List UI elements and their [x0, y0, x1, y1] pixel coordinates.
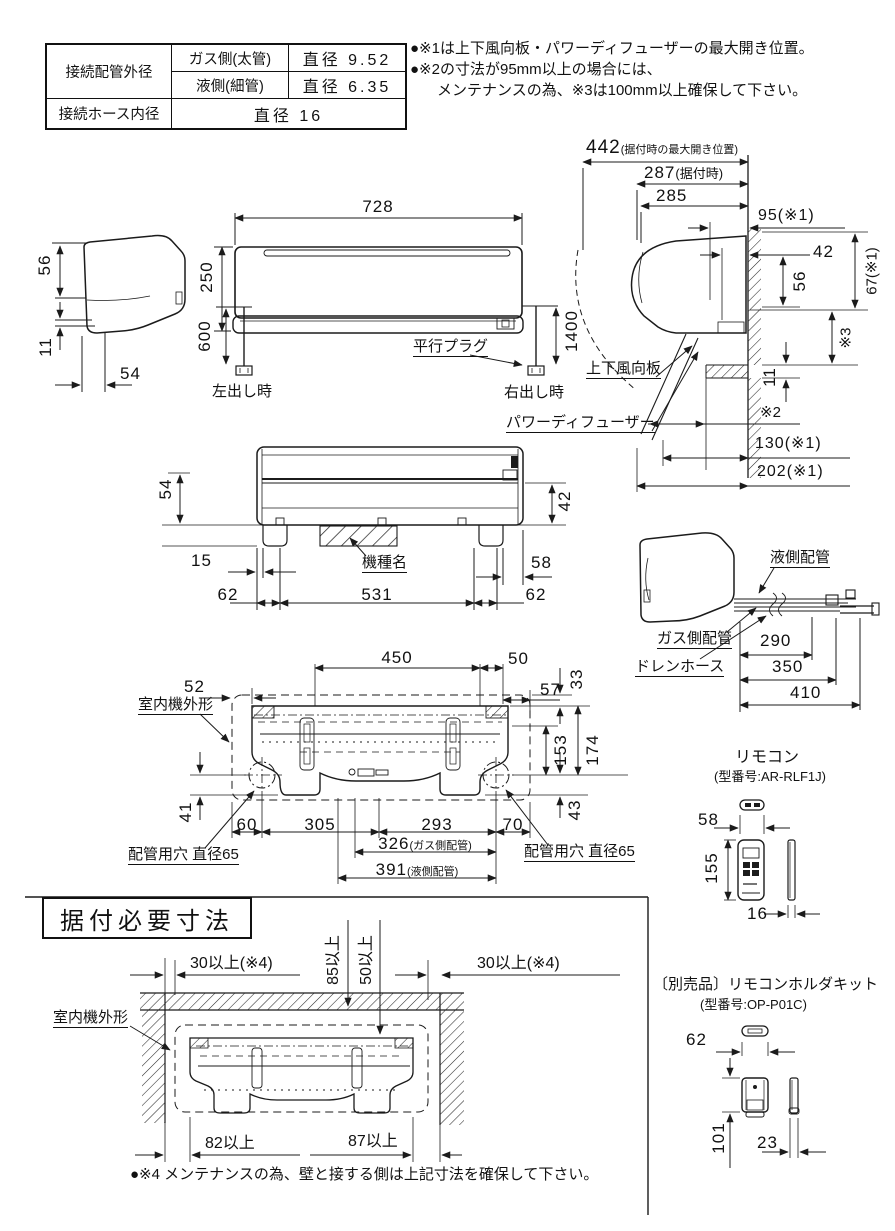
dim-95: 95(※1)	[758, 207, 815, 224]
remote-title: リモコン	[734, 749, 800, 766]
dim-202: 202(※1)	[757, 463, 824, 480]
label-louver: 上下風向板	[586, 360, 662, 380]
remote-model: (型番号:AR-RLF1J)	[714, 769, 826, 784]
dim-57: 57	[540, 680, 561, 699]
spec-gas-label: ガス側(太管)	[171, 43, 289, 72]
holder-model: (型番号:OP-P01C)	[700, 997, 807, 1012]
dim-15: 15	[191, 551, 212, 570]
dim-531: 531	[361, 585, 393, 604]
spec-liquid-value: 直径 6.35	[288, 71, 407, 99]
rear-view	[162, 446, 566, 610]
dim-87-min: 87以上	[348, 1133, 398, 1150]
dim-11-right: 11	[760, 367, 780, 387]
dim-star2: ※2	[760, 404, 781, 421]
pipe-view	[639, 532, 880, 712]
dim-82-min: 82以上	[205, 1135, 255, 1152]
holder-title: 〔別売品〕リモコンホルダキット	[653, 976, 879, 993]
label-drain-hose: ドレンホース	[635, 658, 725, 678]
label-left-exit: 左出し時	[212, 383, 273, 400]
dim-41: 41	[176, 801, 196, 823]
dim-442: 442(据付時の最大開き位置)	[586, 137, 739, 158]
dim-16: 16	[747, 904, 768, 923]
dim-56-left: 56	[35, 254, 55, 276]
dim-1400: 1400	[562, 310, 582, 352]
label-pipe-hole-left: 配管用穴 直径65	[128, 846, 239, 866]
install-section-title: 据付必要寸法	[42, 897, 252, 939]
label-gas-pipe: ガス側配管	[657, 630, 733, 650]
dim-42-right: 42	[813, 242, 834, 261]
dim-153: 153	[551, 734, 571, 766]
mounting-plate-view	[190, 664, 628, 884]
spec-hose-value: 直径 16	[171, 98, 407, 130]
dim-50-min: 50以上	[357, 935, 375, 985]
dim-287: 287(据付時)	[644, 163, 724, 182]
spec-liquid-label: 液側(細管)	[171, 71, 289, 99]
dim-450: 450	[381, 648, 413, 667]
dim-85-min: 85以上	[324, 935, 342, 985]
side-view-left	[52, 234, 186, 392]
dim-101: 101	[709, 1122, 729, 1154]
note-4: ●※4 メンテナンスの為、壁と接する側は上記寸法を確保して下さい。	[130, 1166, 599, 1183]
label-unit-outline: 室内機外形	[138, 696, 214, 716]
dim-293: 293	[421, 815, 453, 834]
note-3: メンテナンスの為、※3は100mm以上確保して下さい。	[437, 82, 808, 99]
label-model-name: 機種名	[362, 554, 408, 574]
dim-285: 285	[656, 186, 688, 205]
dim-62-left: 62	[217, 585, 239, 604]
label-power-diffuser: パワーディフューザー	[506, 414, 655, 434]
dim-174: 174	[583, 734, 603, 766]
dim-600: 600	[195, 320, 215, 352]
spec-gas-value: 直径 9.52	[288, 43, 407, 72]
label-parallel-plug: 平行プラグ	[413, 338, 489, 358]
label-pipe-hole-right: 配管用穴 直径65	[524, 843, 635, 863]
dim-58-remote: 58	[698, 810, 719, 829]
dim-58-rear: 58	[531, 553, 552, 572]
dim-391-liquid: 391(液側配管)	[375, 860, 459, 879]
dim-11-left: 11	[36, 337, 56, 357]
holder-view	[716, 1025, 826, 1168]
label-unit-outline-install: 室内機外形	[53, 1009, 129, 1029]
spec-row-label: 接続配管外径	[45, 43, 172, 99]
dim-42-rear: 42	[555, 490, 575, 512]
front-view	[214, 213, 560, 376]
dim-410: 410	[790, 683, 822, 702]
dim-30-left: 30以上(※4)	[190, 955, 273, 972]
label-liquid-pipe: 液側配管	[770, 549, 831, 569]
dim-67: 67(※1)	[863, 247, 881, 295]
dim-155: 155	[702, 852, 722, 884]
dim-130: 130(※1)	[755, 435, 822, 452]
dim-326-gas: 326(ガス側配管)	[378, 834, 472, 853]
side-view-right-wall	[575, 155, 868, 492]
dim-54-left: 54	[120, 364, 141, 383]
dim-50: 50	[508, 649, 529, 668]
dim-305: 305	[304, 815, 336, 834]
dim-70: 70	[502, 815, 524, 834]
dim-350: 350	[772, 657, 804, 676]
pipe-spec-table: 接続配管外径 ガス側(太管) 直径 9.52 液側(細管) 直径 6.35 接続…	[45, 43, 407, 130]
dim-30-right: 30以上(※4)	[477, 955, 560, 972]
dim-290: 290	[760, 631, 792, 650]
dim-52: 52	[184, 677, 205, 696]
note-2: ●※2の寸法が95mm以上の場合には、	[410, 61, 662, 78]
dim-250: 250	[197, 261, 217, 293]
dim-62-right: 62	[525, 585, 547, 604]
note-1: ●※1は上下風向板・パワーディフューザーの最大開き位置。	[410, 40, 814, 57]
dim-33: 33	[567, 668, 587, 690]
dim-23: 23	[757, 1133, 778, 1152]
dim-60: 60	[236, 815, 258, 834]
remote-view	[714, 799, 820, 918]
label-right-exit: 右出し時	[504, 384, 565, 401]
dim-728: 728	[362, 197, 394, 216]
dim-56-right: 56	[790, 270, 810, 292]
dim-43: 43	[565, 799, 585, 821]
dim-54-rear: 54	[156, 478, 176, 500]
dim-star3: ※3	[837, 327, 855, 349]
dim-62-holder: 62	[686, 1030, 707, 1049]
install-section	[25, 896, 649, 1215]
spec-hose-label: 接続ホース内径	[45, 98, 172, 130]
